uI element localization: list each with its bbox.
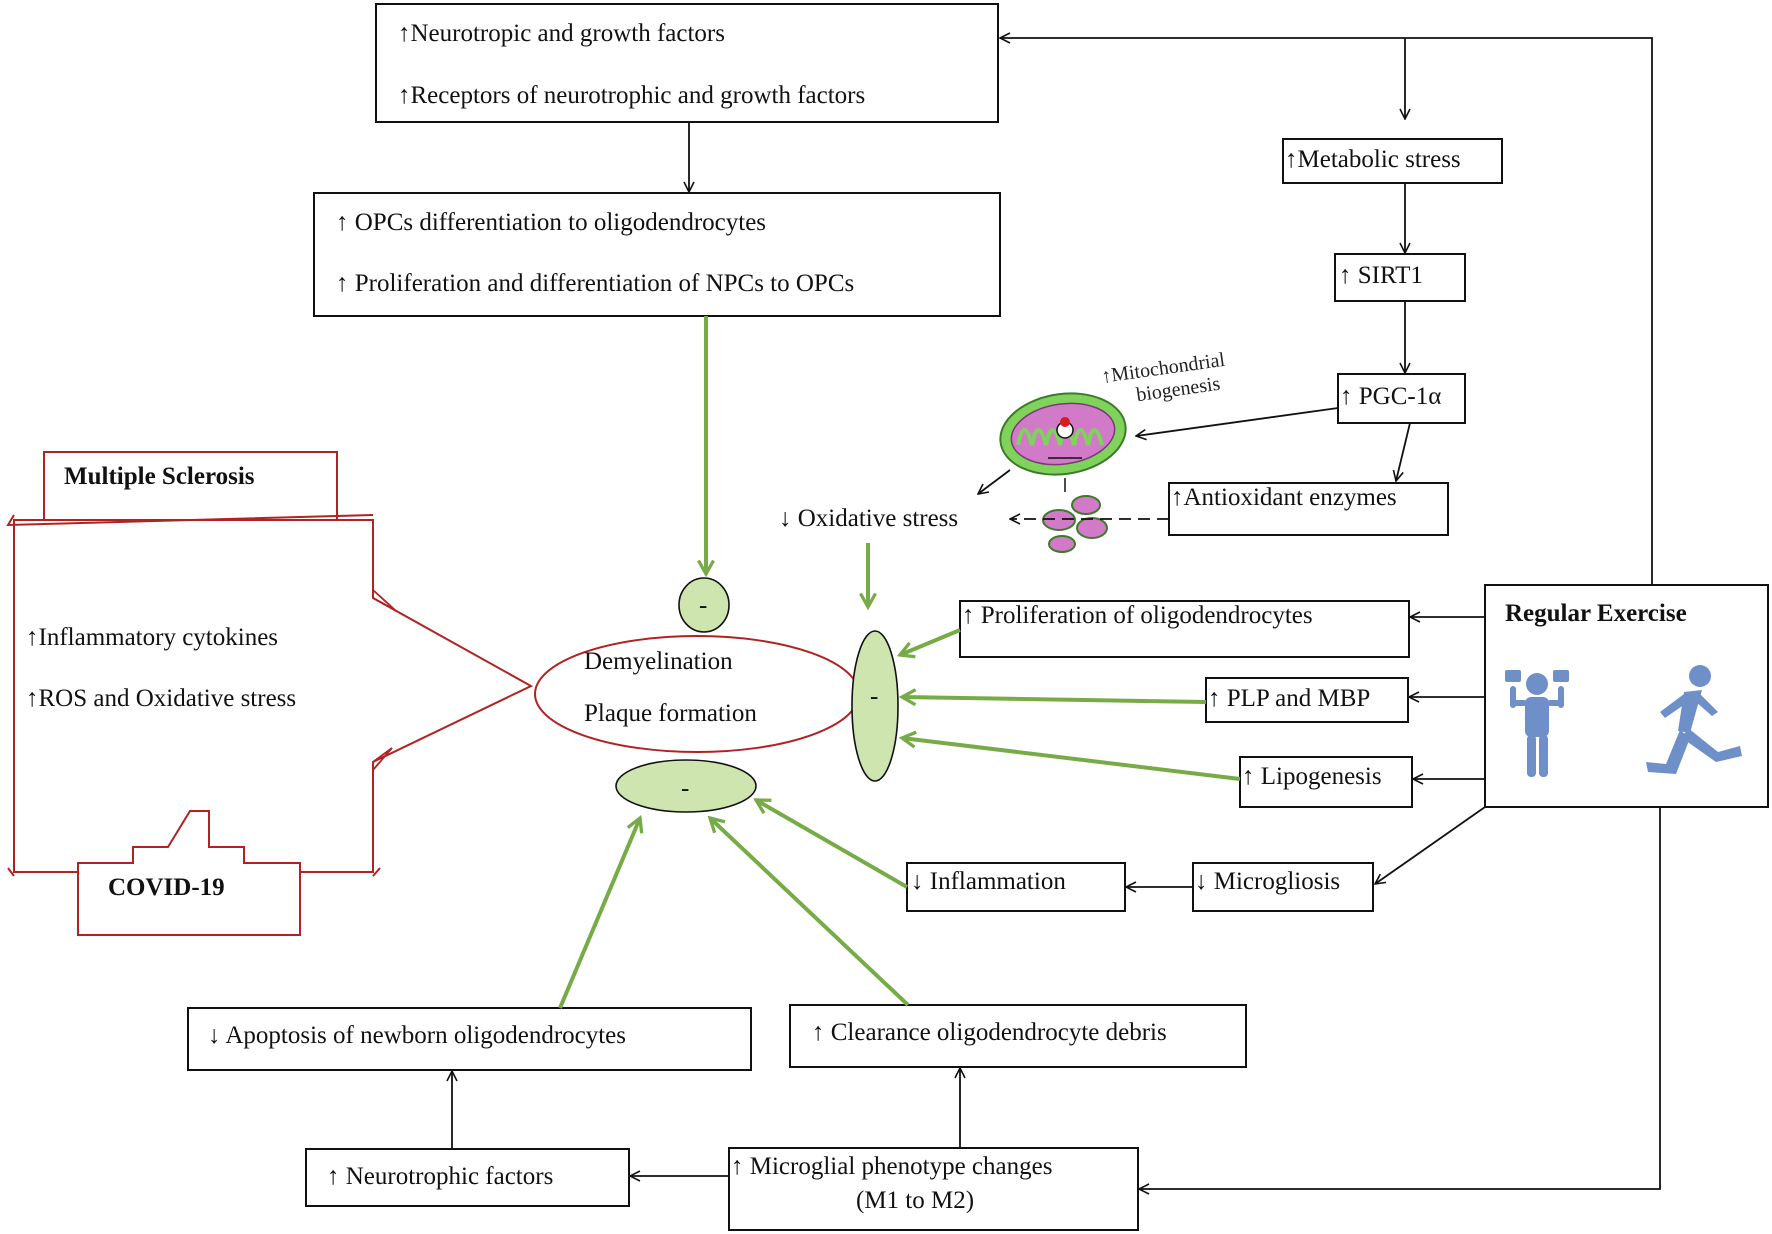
opc-differentiation-label: ↑ OPCs differentiation to oligodendrocyt… bbox=[336, 209, 766, 236]
antioxidant-box: ↑Antioxidant enzymes bbox=[1168, 482, 1449, 536]
inhibit-right-symbol: - bbox=[870, 683, 878, 710]
regular-exercise-label: Regular Exercise bbox=[1505, 600, 1687, 627]
demyelination-node: Demyelination Plaque formation bbox=[534, 635, 860, 753]
pgc1a-box: ↑ PGC-1α bbox=[1337, 373, 1466, 424]
covid-callout bbox=[77, 810, 301, 936]
exercise-to-microgliosis-arrow bbox=[1375, 806, 1486, 884]
microgliosis-label: ↓ Microgliosis bbox=[1195, 868, 1340, 895]
lipogenesis-inhibit-arrow bbox=[902, 738, 1241, 781]
exercise-to-microglial-arrow bbox=[1139, 807, 1661, 1189]
neurotrophic-box: ↑Neurotropic and growth factors ↑Recepto… bbox=[375, 3, 999, 123]
mitochondrion-icon bbox=[999, 392, 1127, 553]
metabolic-stress-label: ↑Metabolic stress bbox=[1285, 146, 1461, 173]
proliferation-label: ↑ Proliferation of oligodendrocytes bbox=[962, 602, 1313, 629]
clearance-label: ↑ Clearance oligodendrocyte debris bbox=[812, 1019, 1167, 1046]
lipogenesis-label: ↑ Lipogenesis bbox=[1242, 763, 1382, 790]
ms-label: Multiple Sclerosis bbox=[64, 463, 255, 490]
green-connectors bbox=[558, 316, 1241, 1009]
demyelination-label: Demyelination bbox=[584, 648, 733, 675]
runner-icon bbox=[1646, 665, 1742, 774]
receptors-growth-factors-label: ↑Receptors of neurotrophic and growth fa… bbox=[398, 82, 865, 109]
ros-oxidative-stress-label: ↑ROS and Oxidative stress bbox=[26, 685, 296, 712]
inflammation-box: ↓ Inflammation bbox=[906, 862, 1126, 912]
pgc1a-label: ↑ PGC-1α bbox=[1340, 383, 1441, 410]
mitochondria-to-oxidative-arrow bbox=[978, 469, 1011, 494]
plaque-formation-label: Plaque formation bbox=[584, 700, 757, 727]
metabolic-stress-box: ↑Metabolic stress bbox=[1282, 138, 1503, 184]
microglial-phenotype-box: ↑ Microglial phenotype changes (M1 to M2… bbox=[728, 1147, 1139, 1231]
mitochondrial-biogenesis-label: ↑Mitochondrial biogenesis bbox=[1100, 349, 1227, 406]
plp-inhibit-arrow bbox=[902, 697, 1207, 702]
neurotrophic-growth-factors-label: ↑Neurotropic and growth factors bbox=[398, 20, 725, 47]
plp-mbp-label: ↑ PLP and MBP bbox=[1208, 685, 1370, 712]
proliferation-inhibit-arrow bbox=[900, 628, 961, 655]
inhibit-node-bottom: - bbox=[615, 759, 757, 813]
inhibit-top-symbol: - bbox=[699, 592, 707, 619]
oxidative-stress-label: ↓ Oxidative stress bbox=[779, 505, 958, 532]
inflammation-label: ↓ Inflammation bbox=[911, 868, 1066, 895]
plp-mbp-box: ↑ PLP and MBP bbox=[1205, 677, 1409, 723]
exercise-to-neurotrophic-arrow bbox=[1000, 38, 1653, 585]
microgliosis-box: ↓ Microgliosis bbox=[1192, 862, 1374, 912]
antioxidant-enzymes-label: ↑Antioxidant enzymes bbox=[1171, 484, 1397, 511]
npc-proliferation-label: ↑ Proliferation and differentiation of N… bbox=[336, 270, 854, 297]
pgc1a-to-mitochondria-arrow bbox=[1136, 407, 1339, 436]
lipogenesis-box: ↑ Lipogenesis bbox=[1239, 756, 1413, 808]
disease-panel: Multiple Sclerosis ↑Inflammatory cytokin… bbox=[6, 451, 534, 936]
microglial-line1-label: ↑ Microglial phenotype changes bbox=[731, 1153, 1052, 1180]
covid-label: COVID-19 bbox=[108, 874, 225, 901]
sirt1-box: ↑ SIRT1 bbox=[1334, 253, 1466, 302]
clearance-inhibit-arrow bbox=[710, 818, 910, 1007]
black-connectors bbox=[452, 38, 1661, 1189]
microglial-line2-label: (M1 to M2) bbox=[856, 1187, 974, 1214]
inhibit-bottom-symbol: - bbox=[681, 775, 689, 802]
inflammatory-cytokines-label: ↑Inflammatory cytokines bbox=[26, 624, 278, 651]
apoptosis-inhibit-arrow bbox=[558, 818, 640, 1009]
opc-box: ↑ OPCs differentiation to oligodendrocyt… bbox=[313, 192, 1001, 317]
disease-effects-panel bbox=[13, 519, 534, 873]
sirt1-label: ↑ SIRT1 bbox=[1339, 262, 1423, 289]
weightlifter-icon bbox=[1505, 670, 1569, 777]
inhibit-node-right: - bbox=[851, 630, 899, 782]
proliferation-box: ↑ Proliferation of oligodendrocytes bbox=[959, 600, 1410, 658]
neurotrophic-factors-box: ↑ Neurotrophic factors bbox=[305, 1148, 630, 1207]
neurotrophic-factors-label: ↑ Neurotrophic factors bbox=[327, 1163, 553, 1190]
inflammation-inhibit-arrow bbox=[756, 798, 908, 889]
inhibit-node-top: - bbox=[678, 577, 730, 633]
apoptosis-label: ↓ Apoptosis of newborn oligodendrocytes bbox=[208, 1022, 626, 1049]
apoptosis-box: ↓ Apoptosis of newborn oligodendrocytes bbox=[187, 1007, 752, 1071]
clearance-box: ↑ Clearance oligodendrocyte debris bbox=[789, 1004, 1247, 1068]
pgc1a-to-antioxidant-arrow bbox=[1396, 422, 1411, 481]
